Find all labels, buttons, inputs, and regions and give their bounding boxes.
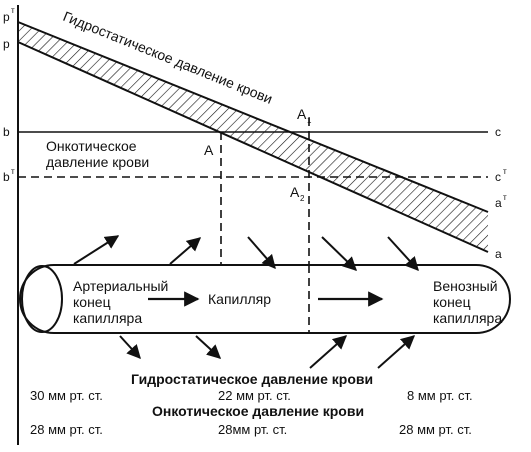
- point-A-label: A: [204, 142, 214, 158]
- axis-label-c-prime: c: [495, 170, 501, 184]
- hydrostatic-value-arterial: 30 мм рт. ст.: [30, 388, 103, 403]
- inflow-arrow-top-1-icon: [247, 236, 276, 270]
- hydrostatic-value-middle: 22 мм рт. ст.: [218, 388, 291, 403]
- inflow-arrow-top-3-icon: [387, 236, 419, 272]
- axis-label-p-prime: p: [3, 10, 10, 24]
- outflow-arrow-down-1-icon: [119, 335, 141, 360]
- point-A2-label: A: [290, 184, 300, 200]
- hydrostatic-value-venous: 8 мм рт. ст.: [407, 388, 473, 403]
- capillary-opening: [21, 265, 63, 333]
- outflow-arrow-up-2-icon: [169, 237, 202, 265]
- oncotic-label-line-1: Онкотическое: [46, 138, 137, 154]
- oncotic-value-arterial: 28 мм рт. ст.: [30, 422, 103, 437]
- oncotic-value-venous: 28 мм рт. ст.: [399, 422, 472, 437]
- oncotic-label-line-2: давление крови: [46, 154, 149, 170]
- point-A1-subscript: 1: [307, 116, 312, 125]
- point-A2-subscript: 2: [300, 194, 305, 203]
- arterial-end-line-3: капилляра: [73, 310, 142, 326]
- oncotic-value-middle: 28мм рт. ст.: [218, 422, 287, 437]
- axis-label-c: c: [495, 125, 501, 139]
- arterial-end-line-2: конец: [73, 294, 111, 310]
- axis-label-a: a: [495, 247, 502, 261]
- point-A1-label: A: [297, 106, 307, 122]
- venous-end-line-1: Венозный: [433, 278, 498, 294]
- outflow-arrow-down-2-icon: [195, 335, 222, 359]
- venous-end-line-3: капилляра: [433, 310, 502, 326]
- axis-label-p: p: [3, 37, 10, 51]
- venous-end-line-2: конец: [433, 294, 471, 310]
- axis-label-p-prime-sup: т: [11, 6, 15, 15]
- upper-hydrostatic-line: [17, 21, 489, 213]
- axis-label-b-prime-sup: т: [11, 167, 15, 176]
- oncotic-pressure-title: Онкотическое давление крови: [152, 403, 364, 419]
- arterial-end-line-1: Артериальный: [73, 278, 168, 294]
- axis-label-a-prime-sup: т: [503, 193, 507, 202]
- hatched-band: [18, 22, 488, 252]
- inflow-arrow-bottom-1-icon: [309, 335, 348, 369]
- axis-label-b-prime: b: [3, 170, 10, 184]
- axis-label-b: b: [3, 125, 10, 139]
- lower-hydrostatic-line: [17, 41, 489, 253]
- inflow-arrow-bottom-2-icon: [377, 335, 416, 369]
- capillary-middle-label: Капилляр: [208, 291, 271, 307]
- axis-label-c-prime-sup: т: [503, 167, 507, 176]
- outflow-arrow-up-1-icon: [73, 235, 120, 265]
- hydrostatic-pressure-title: Гидростатическое давление крови: [131, 371, 373, 387]
- inflow-arrow-top-2-icon: [321, 236, 358, 271]
- axis-label-a-prime: a: [495, 196, 502, 210]
